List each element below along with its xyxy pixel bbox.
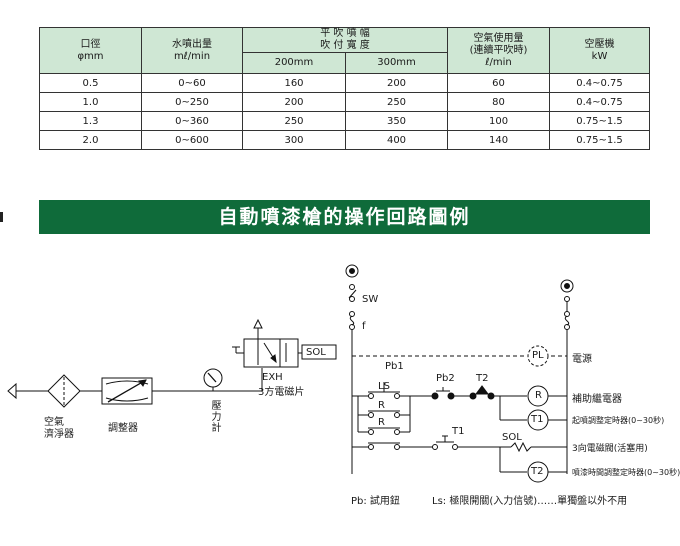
cell-w300: 350 bbox=[344, 111, 449, 131]
air-filter-label: 空氣 濟淨器 bbox=[44, 417, 74, 440]
valve-name-label: 3方電磁片 bbox=[258, 387, 305, 398]
header-width-200: 200mm bbox=[242, 52, 346, 74]
cell-w300: 250 bbox=[344, 92, 449, 112]
cell-kw: 0.4~0.75 bbox=[549, 73, 651, 93]
header-air-usage: 空氣使用量 (連續平吹時) ℓ/min bbox=[447, 27, 551, 74]
pb1-label: Pb1 bbox=[385, 361, 404, 372]
header-width-300: 300mm bbox=[344, 52, 449, 74]
margin-marker bbox=[0, 212, 3, 222]
cell-w200: 200 bbox=[242, 92, 346, 112]
cell-kw: 0.75~1.5 bbox=[549, 111, 651, 131]
circuit-diagram: 空氣 濟淨器 調整器 壓力計 EXH 3方電磁片 SOL SW f Pb1 LS… bbox=[0, 250, 680, 546]
t2-coil-label: T2 bbox=[531, 466, 544, 477]
table-row: 2.0 0~600 300 400 140 0.75~1.5 bbox=[39, 130, 651, 150]
t1-timer-label: 起噴調整定時器(0~30秒) bbox=[572, 416, 665, 425]
footer-ls-note: Ls: 極限開關(入力信號)……單獨盤以外不用 bbox=[432, 496, 628, 507]
table-row: 1.0 0~250 200 250 80 0.4~0.75 bbox=[39, 92, 651, 112]
cell-water: 0~600 bbox=[141, 130, 243, 150]
table-row: 1.3 0~360 250 350 100 0.75~1.5 bbox=[39, 111, 651, 131]
regulator-label: 調整器 bbox=[108, 423, 138, 434]
header-water-output: 水噴出量 mℓ/min bbox=[141, 27, 243, 74]
t1-contact-label: T1 bbox=[452, 426, 465, 437]
cell-w300: 200 bbox=[344, 73, 449, 93]
power-label: 電源 bbox=[572, 354, 592, 365]
pneumatic-line bbox=[7, 368, 263, 408]
pressure-gauge-label: 壓力計 bbox=[209, 400, 220, 433]
table-row: 0.5 0~60 160 200 60 0.4~0.75 bbox=[39, 73, 651, 93]
sol-coil-box bbox=[301, 344, 337, 360]
solenoid-valve-icon bbox=[232, 318, 337, 368]
cell-w200: 300 bbox=[242, 130, 346, 150]
cell-water: 0~360 bbox=[141, 111, 243, 131]
cell-diameter: 1.0 bbox=[39, 92, 142, 112]
cell-water: 0~250 bbox=[141, 92, 243, 112]
pl-label: PL bbox=[532, 350, 544, 361]
cell-water: 0~60 bbox=[141, 73, 243, 93]
cell-air: 80 bbox=[447, 92, 551, 112]
pb2-label: Pb2 bbox=[436, 373, 455, 384]
cell-w200: 160 bbox=[242, 73, 346, 93]
sol-circuit-label: SOL bbox=[502, 432, 522, 443]
cell-kw: 0.4~0.75 bbox=[549, 92, 651, 112]
t1-coil-label: T1 bbox=[531, 414, 544, 425]
cell-kw: 0.75~1.5 bbox=[549, 130, 651, 150]
r2-label: R bbox=[378, 417, 385, 428]
header-compressor: 空壓機 kW bbox=[549, 27, 651, 74]
footer-pb-note: Pb: 試用鈕 bbox=[351, 496, 400, 507]
aux-relay-label: 補助繼電器 bbox=[572, 394, 622, 405]
cell-w300: 400 bbox=[344, 130, 449, 150]
pilot-lamp-icon bbox=[527, 345, 549, 367]
cell-w200: 250 bbox=[242, 111, 346, 131]
header-pattern-width: 平 吹 噴 幅 吹 付 寬 度 bbox=[241, 27, 449, 53]
cell-air: 100 bbox=[447, 111, 551, 131]
cell-air: 140 bbox=[447, 130, 551, 150]
section-banner: 自動噴漆槍的操作回路圖例 bbox=[39, 200, 650, 234]
cell-diameter: 1.3 bbox=[39, 111, 142, 131]
valve-exh-label: EXH bbox=[262, 372, 283, 383]
fuse-label: f bbox=[362, 321, 366, 332]
t2-contact-label: T2 bbox=[476, 373, 489, 384]
ls-label: LS bbox=[378, 381, 390, 392]
solenoid-valve-label: 3向電磁閥(活塞用) bbox=[572, 444, 648, 454]
t2-timer-label: 噴漆時間調整定時器(0~30秒) bbox=[572, 468, 680, 477]
spec-table: 口徑 φmm 水噴出量 mℓ/min 平 吹 噴 幅 吹 付 寬 度 空氣使用量… bbox=[39, 27, 651, 150]
relay-coil-label: R bbox=[535, 390, 542, 401]
sol-valve-label: SOL bbox=[306, 347, 326, 358]
cell-diameter: 0.5 bbox=[39, 73, 142, 93]
cell-diameter: 2.0 bbox=[39, 130, 142, 150]
header-diameter: 口徑 φmm bbox=[39, 27, 142, 74]
ladder-circuit bbox=[345, 264, 574, 483]
circuit-svg bbox=[7, 264, 574, 483]
r1-label: R bbox=[378, 400, 385, 411]
sw-label: SW bbox=[362, 294, 379, 305]
cell-air: 60 bbox=[447, 73, 551, 93]
